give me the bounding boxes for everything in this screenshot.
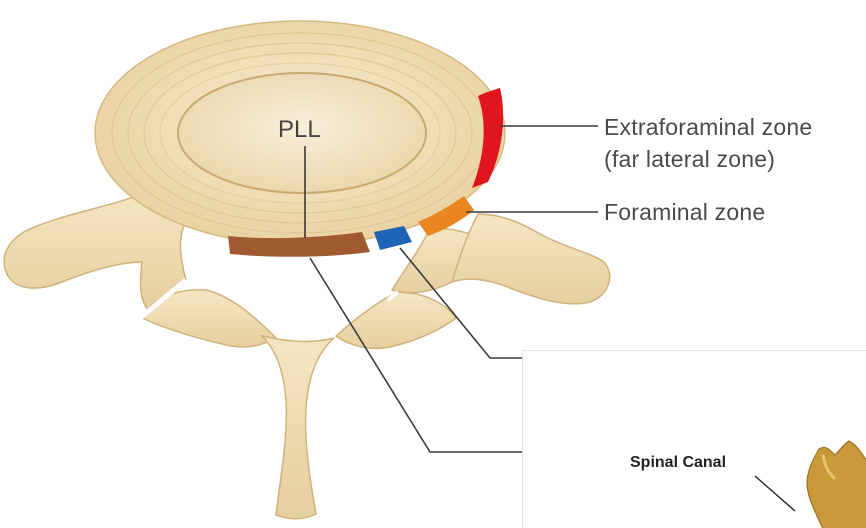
pll-label: PLL [278, 116, 321, 144]
spinal-canal-inset: Spinal Canal [522, 350, 866, 528]
spinous-process [262, 336, 334, 519]
far-lateral-zone-label: (far lateral zone) [604, 145, 775, 173]
right-transverse-process [452, 214, 610, 304]
spinal-canal-leader-line [755, 476, 795, 511]
spinal-canal-illustration [523, 351, 866, 528]
spinal-canal-bone [807, 441, 866, 528]
right-lamina [336, 292, 456, 348]
extraforaminal-zone-label: Extraforaminal zone [604, 113, 812, 141]
foraminal-zone-label: Foraminal zone [604, 198, 765, 226]
